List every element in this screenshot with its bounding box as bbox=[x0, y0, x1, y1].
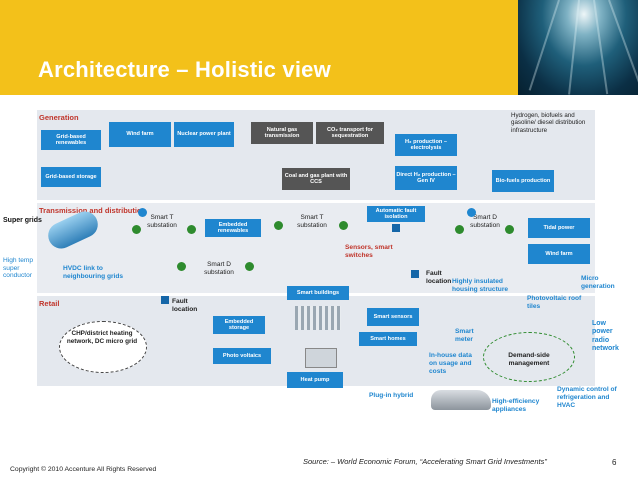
connector-dot bbox=[187, 225, 196, 234]
plug-in-hybrid-label: Plug-in hybrid bbox=[369, 392, 414, 399]
smart-meter-label: Smart meter bbox=[455, 328, 474, 343]
switch-square bbox=[392, 224, 400, 232]
fault-location-2-label: Fault location bbox=[172, 298, 198, 313]
connector-dot bbox=[455, 225, 464, 234]
connector-dot bbox=[274, 221, 283, 230]
high-efficiency-label: High-efficiency appliances bbox=[492, 398, 540, 413]
section-transmission: Transmission and distribution bbox=[39, 206, 147, 215]
coal-gas-box: Coal and gas plant with CCS bbox=[282, 168, 350, 190]
smart-sensors-box: Smart sensors bbox=[367, 308, 419, 326]
house-icon bbox=[305, 348, 337, 368]
micro-grid-ellipse bbox=[59, 321, 147, 373]
highly-insulated-label: Highly insulated housing structure bbox=[452, 278, 509, 293]
connector-dot bbox=[339, 221, 348, 230]
grid-renewables-box: Grid-based renewables bbox=[41, 130, 101, 150]
h2-production-box: H₂ production – electrolysis bbox=[395, 134, 457, 156]
wind-farm-2-box: Wind farm bbox=[528, 244, 590, 264]
photo-voltaics-box: Photo voltaics bbox=[213, 348, 271, 364]
section-generation: Generation bbox=[39, 113, 79, 122]
section-retail: Retail bbox=[39, 299, 60, 308]
smart-homes-box: Smart homes bbox=[359, 332, 417, 346]
car-icon bbox=[431, 390, 491, 410]
copyright-notice: Copyright © 2010 Accenture All Rights Re… bbox=[10, 466, 157, 473]
switch-square bbox=[161, 296, 169, 304]
natural-gas-box: Natural gas transmission bbox=[251, 122, 313, 144]
smart-d-substation-2: Smart D substation bbox=[470, 214, 500, 229]
page-title: Architecture – Holistic view bbox=[38, 57, 331, 82]
nuclear-box: Nuclear power plant bbox=[174, 122, 234, 147]
underwater-photo bbox=[518, 0, 638, 95]
fault-location-1-label: Fault location bbox=[426, 270, 452, 285]
page-number: 6 bbox=[612, 458, 617, 467]
dynamic-control-label: Dynamic control of refrigeration and HVA… bbox=[557, 386, 617, 409]
direct-h2-box: Direct H₂ production – Gen IV bbox=[395, 166, 457, 190]
wind-farm-box: Wind farm bbox=[109, 122, 171, 147]
smart-t-substation-1: Smart T substation bbox=[147, 214, 177, 229]
co2-box: CO₂ transport for sequestration bbox=[316, 122, 384, 144]
high-temp-label: High temp super conductor bbox=[3, 257, 34, 280]
low-power-radio-label: Low power radio network bbox=[592, 320, 619, 353]
automatic-fault-box: Automatic fault isolation bbox=[367, 206, 425, 222]
heat-pump-box: Heat pump bbox=[287, 372, 343, 388]
connector-dot bbox=[505, 225, 514, 234]
micro-generation-label: Micro generation bbox=[581, 275, 615, 290]
connector-dot bbox=[245, 262, 254, 271]
smart-d-substation-1: Smart D substation bbox=[204, 261, 234, 276]
demand-ellipse bbox=[483, 332, 575, 382]
title-banner bbox=[0, 0, 518, 95]
connector-dot bbox=[177, 262, 186, 271]
smart-t-substation-2: Smart T substation bbox=[297, 214, 327, 229]
building-icon bbox=[295, 306, 341, 330]
embedded-renewables-box: Embedded renewables bbox=[205, 219, 261, 237]
biofuels-box: Bio-fuels production bbox=[492, 170, 554, 192]
architecture-diagram: Generation Transmission and distribution… bbox=[3, 110, 619, 413]
sensors-label: Sensors, smart switches bbox=[345, 244, 393, 259]
tidal-power-box: Tidal power bbox=[528, 218, 590, 238]
switch-square bbox=[411, 270, 419, 278]
in-house-label: In-house data on usage and costs bbox=[429, 352, 472, 375]
grid-storage-box: Grid-based storage bbox=[41, 167, 101, 187]
chp-label: CHP/district heating network, DC micro g… bbox=[66, 330, 138, 345]
super-grids-label: Super grids bbox=[3, 217, 42, 224]
transmission-band bbox=[37, 203, 595, 293]
connector-dot bbox=[132, 225, 141, 234]
source-citation: Source: – World Economic Forum, “Acceler… bbox=[303, 457, 547, 466]
smart-buildings-box: Smart buildings bbox=[287, 286, 349, 300]
hydrogen-infrastructure-label: Hydrogen, biofuels and gasoline/ diesel … bbox=[511, 112, 586, 134]
photovoltaic-roof-label: Photovoltaic roof tiles bbox=[527, 295, 582, 310]
hvdc-label: HVDC link to neighbouring grids bbox=[63, 265, 124, 280]
connector-dot bbox=[138, 208, 147, 217]
embedded-storage-box: Embedded storage bbox=[213, 316, 265, 334]
connector-dot bbox=[467, 208, 476, 217]
